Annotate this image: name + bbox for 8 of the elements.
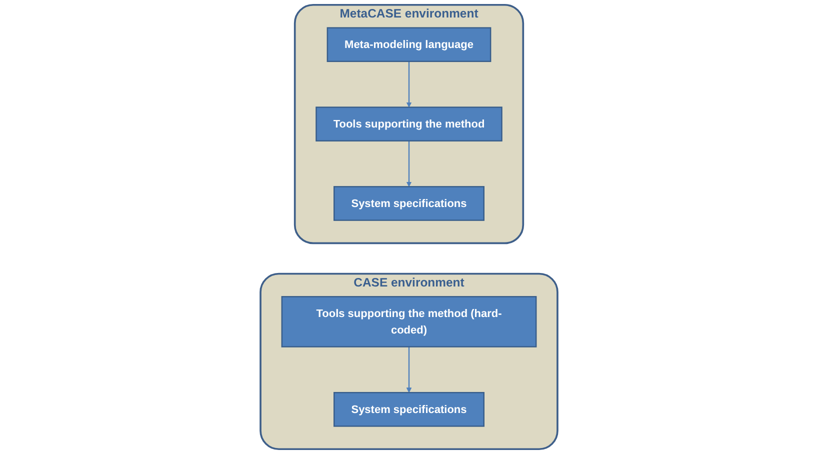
arrow [406,61,412,108]
node-box: Tools supporting the method (hard-coded) [280,296,536,348]
node-box: System specifications [333,186,484,221]
node-box: Meta-modeling language [326,27,491,62]
arrow [406,140,412,187]
node-box: Tools supporting the method [315,106,502,142]
node-box: System specifications [333,392,484,427]
arrow [406,346,412,393]
